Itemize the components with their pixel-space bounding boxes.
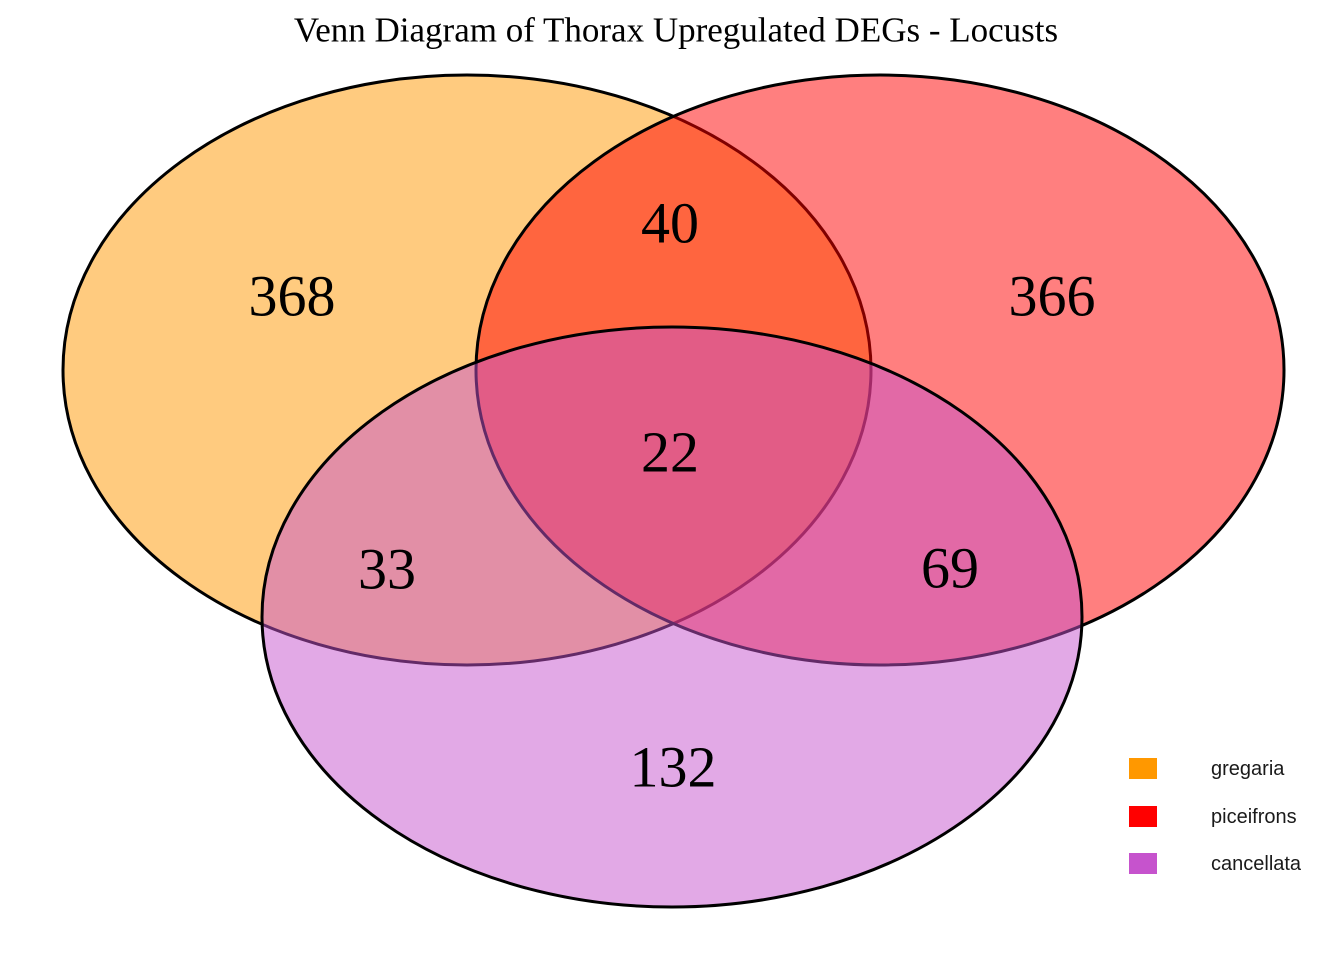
- legend-label-cancellata: cancellata: [1211, 853, 1302, 875]
- count-cancellata-only: 132: [630, 735, 717, 800]
- legend-item-cancellata: cancellata: [1129, 853, 1302, 875]
- count-piceifrons-only: 366: [1009, 264, 1096, 329]
- legend-label-gregaria: gregaria: [1211, 758, 1285, 780]
- count-piceifrons-cancellata: 69: [921, 536, 979, 601]
- legend-item-piceifrons: piceifrons: [1129, 806, 1297, 828]
- legend-swatch-gregaria: [1129, 758, 1157, 779]
- count-gregaria-only: 368: [249, 264, 336, 329]
- count-gregaria-piceifrons: 40: [641, 191, 699, 256]
- legend-label-piceifrons: piceifrons: [1211, 806, 1297, 828]
- legend-item-gregaria: gregaria: [1129, 758, 1285, 780]
- count-all-three: 22: [641, 420, 699, 485]
- count-gregaria-cancellata: 33: [358, 537, 416, 602]
- venn-ellipses: [61, 73, 1286, 909]
- venn-ellipse-cancellata: [260, 325, 1084, 909]
- legend: gregaria piceifrons cancellata: [1129, 758, 1302, 875]
- legend-swatch-piceifrons: [1129, 806, 1157, 827]
- legend-swatch-cancellata: [1129, 853, 1157, 874]
- chart-title: Venn Diagram of Thorax Upregulated DEGs …: [294, 11, 1058, 50]
- venn-region-counts: 368 366 40 22 33 69 132: [249, 191, 1096, 800]
